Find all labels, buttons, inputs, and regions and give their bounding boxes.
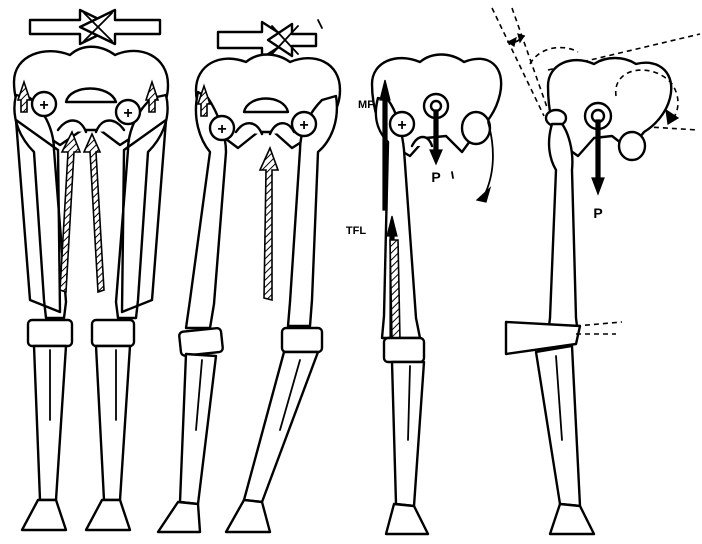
tilt-reference-line [492, 8, 544, 116]
panel-3-single-leg-stance: + MF TFL P [346, 55, 501, 535]
adductor-arrow-right [260, 148, 278, 300]
foot-right [86, 500, 130, 530]
tfl-band [390, 240, 400, 340]
foot-left [158, 502, 200, 532]
compression-arrows-icon [30, 10, 160, 44]
foot [550, 504, 594, 534]
tfl-label: TFL [346, 225, 366, 237]
adductor-arrow-left [60, 132, 80, 292]
tibia [536, 346, 580, 506]
tibia-left [180, 354, 216, 504]
hip-plus-label: + [39, 97, 48, 114]
p-weight-label: P [431, 169, 440, 185]
knee-left [179, 328, 223, 356]
foot [386, 504, 428, 534]
hip-plus-label: + [217, 121, 226, 138]
p-weight-label: P [593, 205, 602, 221]
femur-standing [548, 124, 578, 334]
hip-plus-label: + [123, 105, 132, 122]
panel-1-neutral-stance: + + [14, 10, 168, 530]
tibia-right [96, 346, 130, 500]
knee-left [28, 320, 72, 346]
compression-arrows-icon [218, 20, 322, 58]
panel-4-pelvic-tilt: P [492, 8, 700, 534]
hip-plus-label: + [299, 117, 308, 134]
foot-right [226, 500, 270, 532]
knee [384, 338, 424, 362]
foot-left [22, 500, 66, 530]
panel-2-varus-stance: + + [158, 20, 340, 532]
hip-plus-label: + [397, 117, 406, 134]
knee-right [92, 320, 134, 346]
mf-label: MF [358, 99, 374, 111]
adductor-arrow-right [84, 134, 104, 292]
knee-right [282, 328, 322, 352]
